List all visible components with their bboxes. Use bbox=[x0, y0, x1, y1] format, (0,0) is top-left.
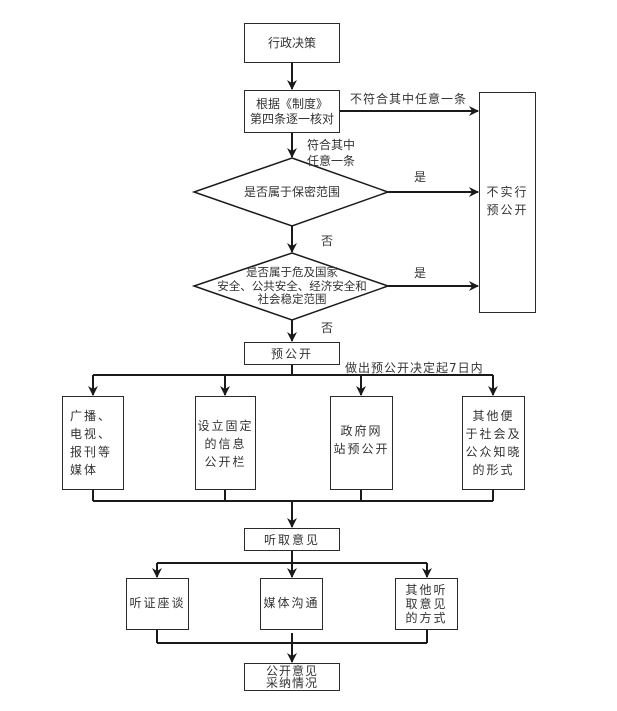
label-not-match: 不符合其中任意一条 bbox=[350, 92, 468, 106]
node-method-media: 媒体沟通 bbox=[260, 578, 323, 630]
node-method-hearing: 听证座谈 bbox=[126, 578, 189, 630]
label-no-1: 否 bbox=[321, 234, 334, 248]
decision-security-text: 是否属于危及国家 安全、公共安全、经济安全和 社会稳定范围 bbox=[217, 265, 367, 306]
node-channel-website: 政府网 站预公开 bbox=[330, 396, 393, 490]
node-channel-media: 广播、 电视、 报刊等 媒体 bbox=[62, 396, 124, 490]
node-check: 根据《制度》 第四条逐一核对 bbox=[244, 90, 340, 133]
node-method-other: 其他听 取意见 的方式 bbox=[395, 578, 458, 630]
decision-secret-shape bbox=[191, 157, 391, 227]
node-channel-other: 其他便 于社会及 公众知晓 的形式 bbox=[462, 396, 525, 490]
label-no-2: 否 bbox=[321, 321, 334, 335]
label-yes-2: 是 bbox=[414, 266, 427, 280]
decision-security-shape bbox=[191, 252, 391, 321]
label-match: 符合其中 任意一条 bbox=[307, 138, 356, 168]
node-no-pre-disclosure: 不实行 预公开 bbox=[479, 92, 536, 313]
label-within-7-days: 做出预公开决定起7日内 bbox=[345, 361, 484, 375]
decision-secret-text: 是否属于保密范围 bbox=[243, 185, 340, 199]
node-pre-disclosure: 预公开 bbox=[244, 342, 340, 365]
node-start: 行政决策 bbox=[244, 23, 340, 63]
node-hear-opinions: 听取意见 bbox=[244, 528, 340, 551]
node-result: 公开意见 采纳情况 bbox=[244, 663, 340, 691]
node-channel-board: 设立固定 的信息 公开栏 bbox=[195, 396, 256, 490]
label-yes-1: 是 bbox=[414, 170, 427, 184]
